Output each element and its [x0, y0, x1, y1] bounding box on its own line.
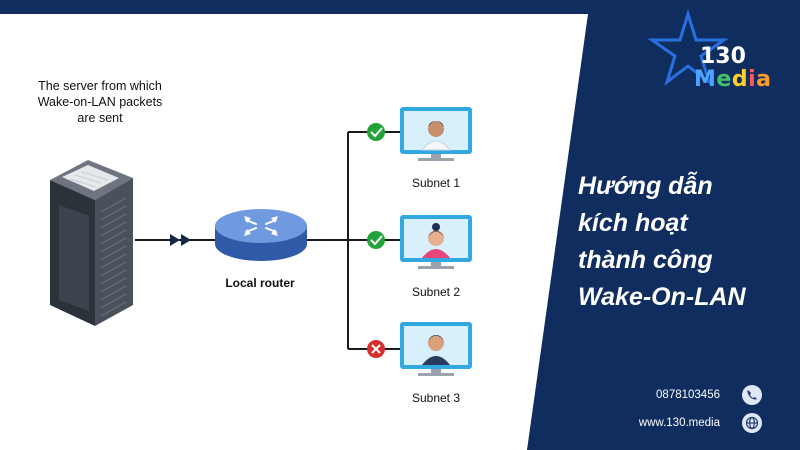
user-female-icon — [422, 223, 450, 258]
router-icon — [215, 209, 307, 261]
user-male-icon — [420, 121, 452, 151]
status-fail-icon — [367, 340, 385, 358]
server-caption-line: Wake-on-LAN packets — [37, 95, 163, 109]
logo-letter: e — [716, 67, 732, 92]
logo-star-icon — [647, 8, 729, 87]
logo-letter: d — [731, 67, 749, 92]
globe-icon[interactable] — [742, 413, 762, 433]
headline-line: thành công — [578, 246, 713, 274]
user-bearded-icon — [422, 335, 450, 365]
server-caption: The server from which Wake-on-LAN packet… — [20, 78, 180, 126]
status-ok-icon — [367, 123, 385, 141]
logo-letter: a — [756, 67, 772, 92]
headline-line: Hướng dẫn — [578, 172, 713, 200]
status-ok-icon — [367, 231, 385, 249]
monitor-icon — [400, 215, 472, 269]
monitor-icon — [400, 107, 472, 161]
packet-arrows-icon — [170, 234, 191, 246]
contact-website[interactable]: www.130.media — [638, 417, 720, 429]
logo-letter: M — [694, 67, 717, 92]
subnet-label: Subnet 1 — [411, 176, 461, 190]
server-caption-line: The server from which — [38, 79, 162, 93]
server-rack-icon — [50, 160, 133, 326]
server-caption-line: are sent — [77, 111, 123, 125]
subnet-label: Subnet 3 — [411, 391, 461, 405]
headline-line: kích hoạt — [578, 209, 688, 237]
monitor-icon — [400, 322, 472, 376]
headline-line: Wake-On-LAN — [578, 283, 746, 311]
router-label: Local router — [225, 276, 295, 290]
headline: Hướng dẫn kích hoạt thành công Wake-On-L… — [578, 168, 798, 316]
subnet-label: Subnet 2 — [411, 285, 461, 299]
logo-wordmark: Media — [694, 67, 771, 92]
contact-phone[interactable]: 0878103456 — [656, 389, 720, 401]
logo-letter: i — [748, 67, 757, 92]
logo-number: 130 — [700, 44, 746, 69]
phone-icon[interactable] — [742, 385, 762, 405]
